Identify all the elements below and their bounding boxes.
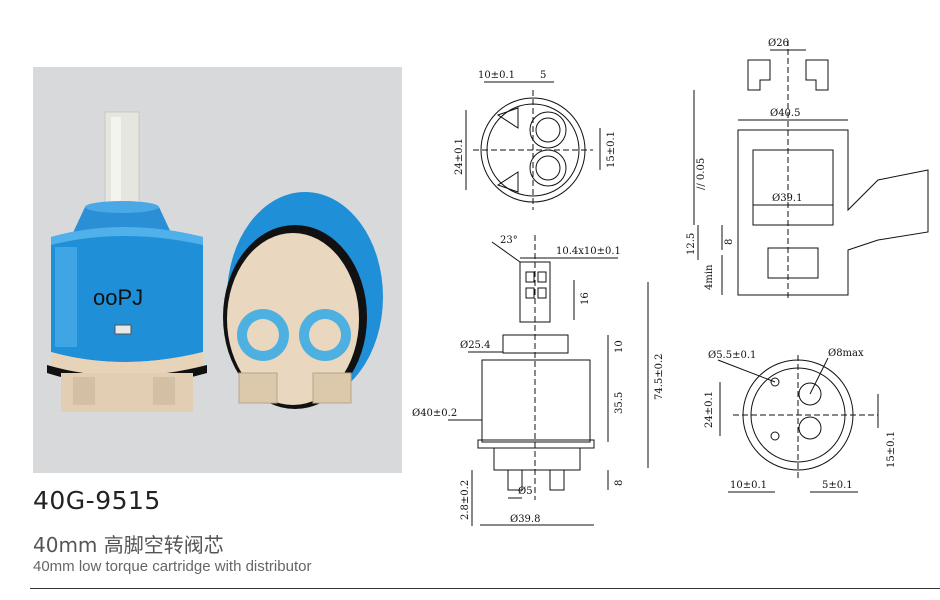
housing-bore: [752, 149, 834, 226]
foot-right: [312, 372, 352, 404]
cartridge-body: [51, 227, 203, 362]
dim-body-d: Ø40±0.2: [412, 408, 457, 419]
port-left: [247, 319, 279, 351]
dim-housing-depth: 12.5: [686, 233, 697, 255]
dim-seat-24: 24±0.1: [704, 391, 715, 428]
dim-seat-hole: Ø5.5±0.1: [708, 350, 756, 361]
dim-angle: 23°: [500, 235, 518, 246]
dim-top-24: 24±0.1: [454, 138, 465, 175]
leg-right: [153, 377, 175, 405]
dim-collar: Ø25.4: [460, 340, 490, 351]
collar-top: [85, 201, 159, 213]
seat-port-lower: [798, 416, 822, 440]
dim-housing-min: 4min: [704, 264, 715, 290]
dim-foot-h: 8: [614, 480, 625, 486]
dim-housing-inner: Ø39.1: [772, 193, 802, 204]
dim-line-port: [809, 357, 829, 395]
side-body: [481, 359, 591, 443]
body-highlight: [55, 247, 77, 347]
foot-left: [238, 372, 278, 404]
seat-pin-upper: [770, 377, 780, 387]
dim-housing-top: Ø26: [768, 38, 789, 49]
dim-top-5: 5: [540, 70, 546, 81]
dim-top-15: 15±0.1: [606, 131, 617, 168]
housing-inlet-right: [805, 59, 829, 91]
dim-seat-15: 15±0.1: [886, 431, 897, 468]
housing-seat: [767, 247, 819, 279]
dim-housing-parallel: // 0.05: [696, 158, 707, 190]
dim-total-h: 74.5±0.2: [654, 353, 665, 400]
dim-seat-5: 5±0.1: [822, 480, 853, 491]
brand-mark: ooPJ: [93, 285, 143, 310]
top-key-upper: [496, 107, 519, 129]
body-rim: [51, 227, 203, 245]
top-key-lower: [496, 171, 519, 193]
dim-foot-offset: 2.8±0.2: [460, 480, 471, 520]
top-port-upper: [529, 111, 567, 149]
housing-inlet-left: [747, 59, 771, 91]
model-number: 40G-9515: [33, 486, 161, 515]
side-base: [493, 447, 581, 471]
housing-outline: [737, 129, 929, 296]
dim-top-10: 10±0.1: [478, 70, 515, 81]
title-chinese: 40mm 高脚空转阀芯: [33, 533, 224, 557]
side-foot-left: [507, 469, 523, 491]
valve-stem: [104, 111, 140, 208]
base-ring: [51, 352, 203, 378]
technical-drawing: 10±0.1 5 24±0.1 15±0.1 23° 10.4x10±0.1 1…: [412, 38, 929, 526]
leg-left: [73, 377, 95, 405]
top-port-upper-inner: [535, 117, 561, 143]
dim-collar-h: 10: [614, 340, 625, 353]
side-ring: [477, 439, 595, 449]
dim-foot-w: Ø5: [518, 486, 533, 497]
dim-seat-port: Ø8max: [828, 348, 864, 359]
dim-housing-step: 8: [724, 239, 735, 245]
top-port-lower-inner: [535, 155, 561, 181]
dim-spline: 10.4x10±0.1: [556, 246, 621, 257]
dim-stem-16: 16: [580, 292, 591, 305]
ceramic-base: [227, 233, 359, 405]
stem-highlight: [111, 117, 121, 202]
housing-section: [693, 40, 929, 300]
spline-d: [537, 287, 547, 299]
angle-line: [491, 241, 521, 263]
dim-line-hole: [717, 359, 776, 383]
cartridge-illustration: ooPJ: [47, 111, 383, 412]
seat-port-upper: [798, 382, 822, 406]
dim-body-h: 35.5: [614, 392, 625, 414]
body-notch: [114, 324, 132, 335]
port-right: [309, 319, 341, 351]
side-foot-right: [549, 469, 565, 491]
product-photo: ooPJ: [33, 67, 402, 473]
dim-base-d: Ø39.8: [510, 514, 540, 525]
spline-a: [525, 271, 535, 283]
spline-c: [525, 287, 535, 299]
seat-pin-lower: [770, 431, 780, 441]
bottom-divider: [30, 588, 940, 589]
seat-view: [717, 355, 879, 493]
top-port-lower: [529, 149, 567, 187]
title-english: 40mm low torque cartridge with distribut…: [33, 558, 312, 575]
spline-b: [537, 271, 547, 283]
dim-seat-10: 10±0.1: [730, 480, 767, 491]
dim-housing-bore: Ø40.5: [770, 108, 800, 119]
top-view: [465, 81, 601, 210]
side-view: [448, 235, 649, 526]
